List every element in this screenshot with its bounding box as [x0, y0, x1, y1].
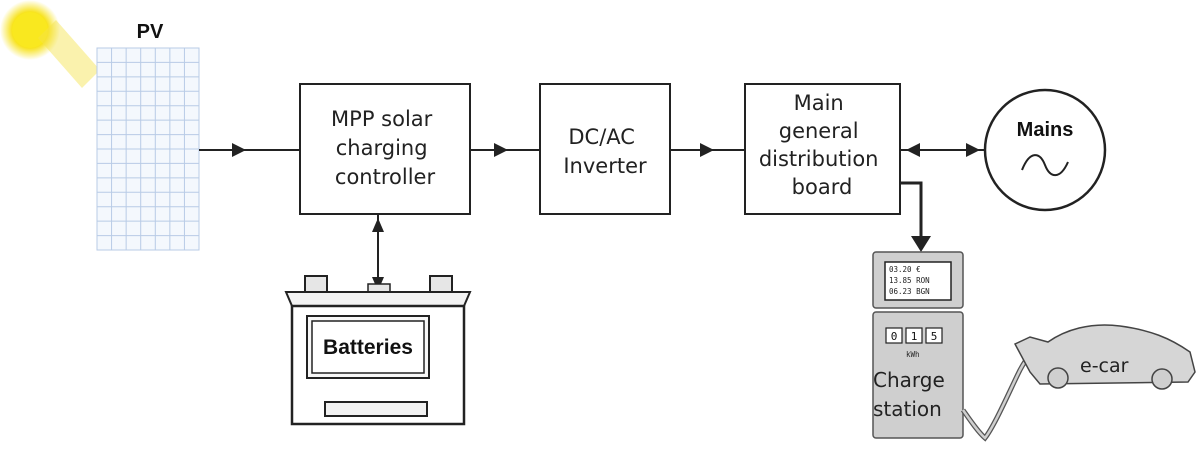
- arrowhead-down-icon: [911, 236, 931, 252]
- pv-label: PV: [137, 21, 164, 43]
- mpp-controller-label: MPP solar charging controller: [331, 107, 439, 189]
- arrowhead-up-icon: [372, 218, 384, 232]
- e-car-icon: [1013, 324, 1196, 390]
- board-line: board: [792, 175, 853, 199]
- inverter-box: [539, 83, 671, 215]
- mpp-line: charging: [336, 136, 428, 160]
- arrowhead-right-icon: [966, 143, 980, 157]
- distribution-board-box: [744, 83, 901, 215]
- arrowhead-icon: [232, 143, 246, 157]
- pv-panel: [96, 47, 200, 251]
- distribution-board-label: Main general distribution board: [759, 91, 885, 199]
- arrowhead-left-icon: [906, 143, 920, 157]
- station-display-line: 06.23 BGN: [889, 287, 930, 296]
- inverter-line: DC/AC: [568, 125, 635, 149]
- inverter-line: Inverter: [563, 154, 647, 178]
- board-line: Main: [794, 91, 844, 115]
- mains-label: Mains: [1017, 119, 1074, 141]
- board-to-station-line: [900, 181, 923, 238]
- ac-wave-icon: [1021, 154, 1069, 177]
- station-display-line: 03.20 €: [889, 265, 921, 274]
- inverter-label: DC/AC Inverter: [563, 125, 647, 178]
- station-digit: 5: [931, 330, 938, 343]
- station-digit: 0: [891, 330, 898, 343]
- station-label-line: station: [873, 397, 942, 421]
- mains-circle: [983, 88, 1107, 212]
- station-display-line: 13.85 RON: [889, 276, 930, 285]
- mpp-controller-box: [299, 83, 471, 215]
- batteries-label: Batteries: [323, 336, 413, 359]
- charge-station-icon: [872, 251, 964, 439]
- station-digit: 1: [911, 330, 918, 343]
- sun-icon: [0, 0, 100, 88]
- e-car-label: e-car: [1080, 355, 1129, 377]
- arrowhead-icon: [494, 143, 508, 157]
- station-label-line: Charge: [873, 368, 945, 392]
- mpp-line: controller: [335, 165, 436, 189]
- station-unit: kWh: [906, 350, 920, 359]
- board-line: general: [779, 119, 859, 143]
- board-line: distribution: [759, 147, 879, 171]
- battery-icon: [284, 275, 472, 426]
- arrowhead-icon: [700, 143, 714, 157]
- mpp-line: MPP solar: [331, 107, 433, 131]
